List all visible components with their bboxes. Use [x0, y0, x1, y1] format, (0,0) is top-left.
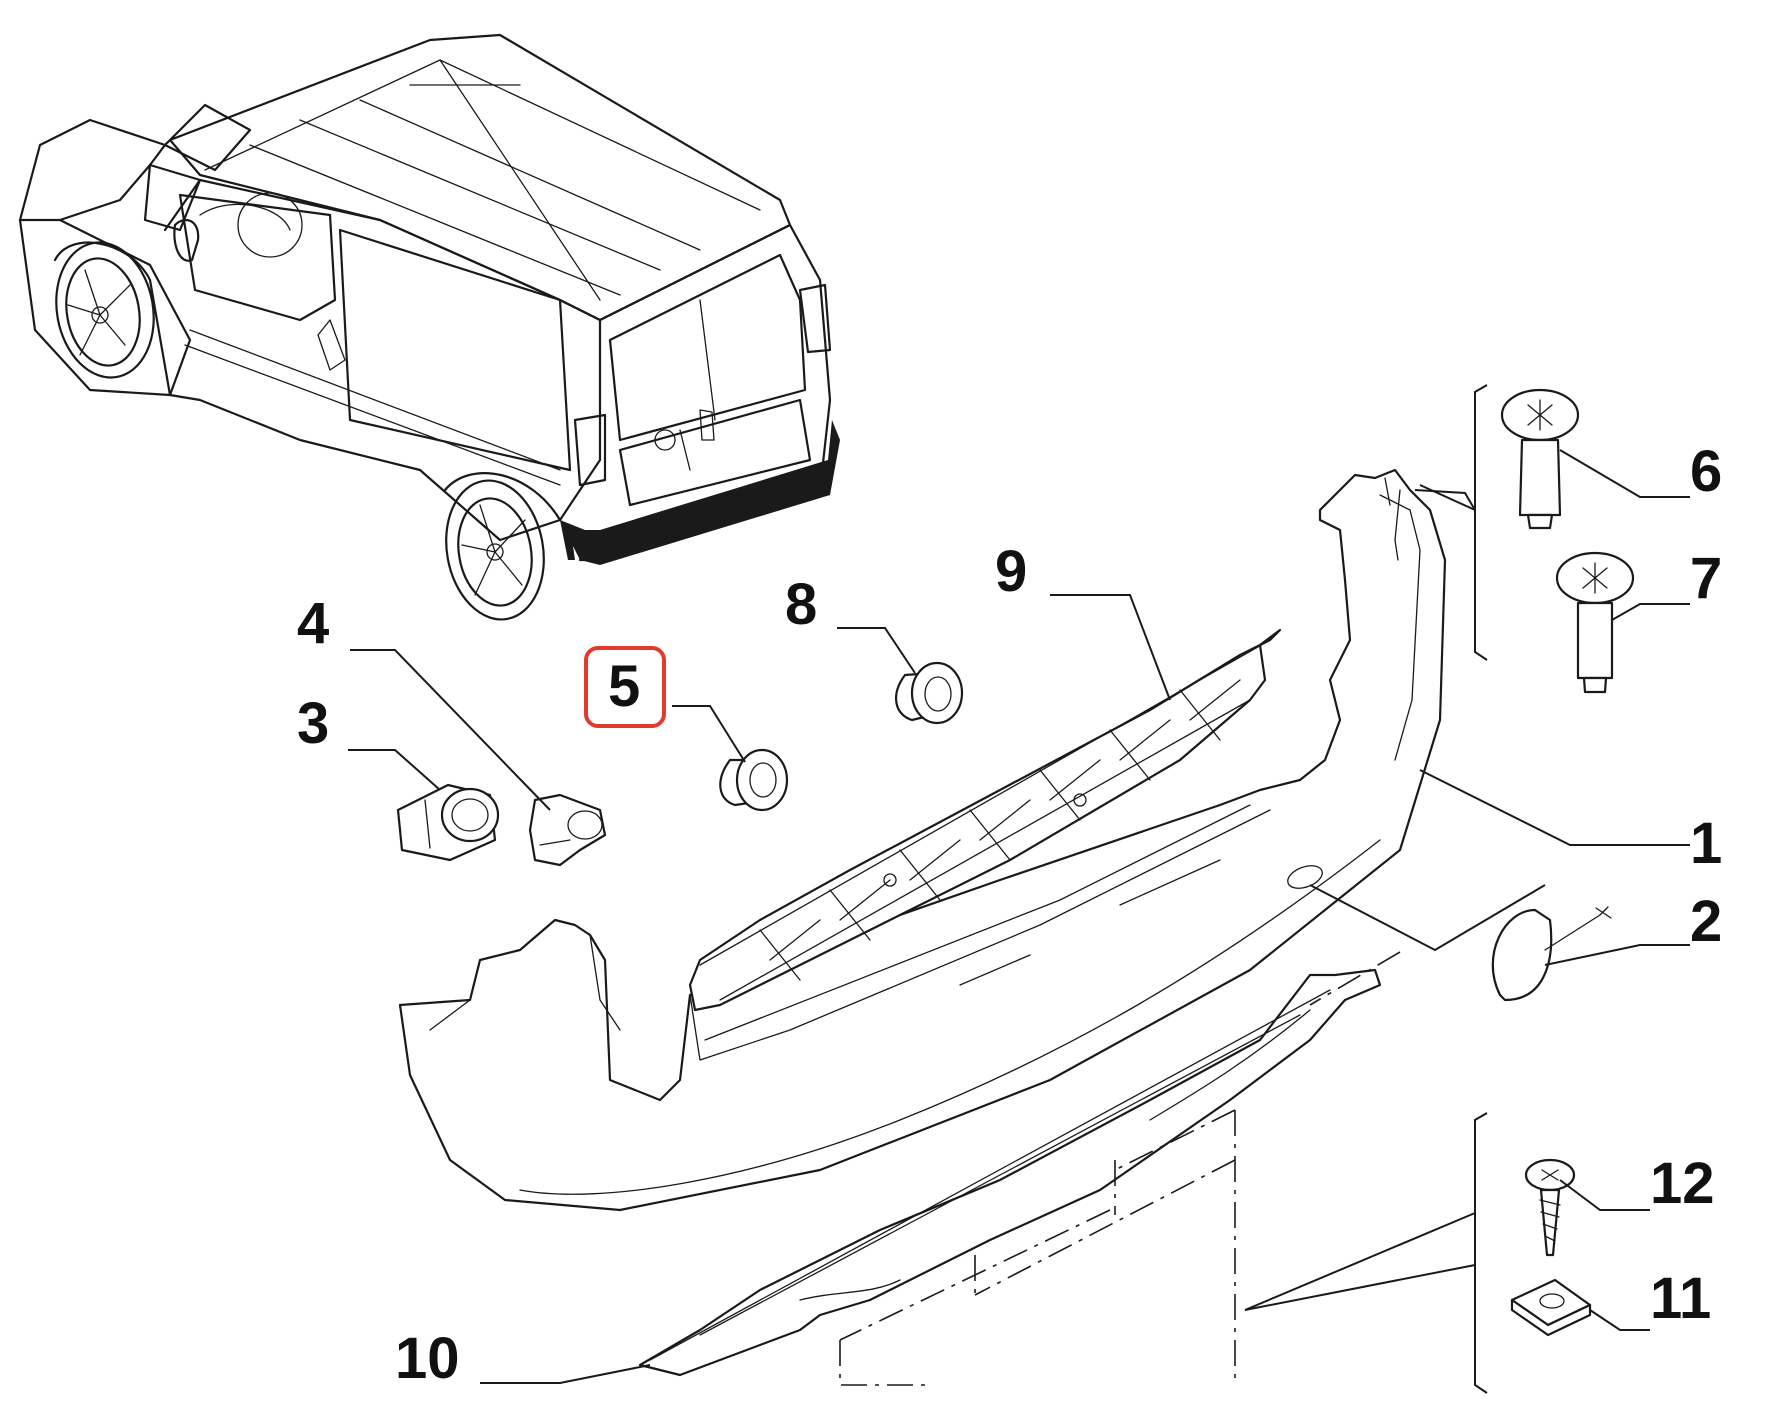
callout-1[interactable]: 1 — [1690, 811, 1723, 876]
callout-11[interactable]: 11 — [1650, 1266, 1712, 1331]
callout-7[interactable]: 7 — [1690, 546, 1723, 611]
van-illustration — [18, 33, 840, 621]
callout-9[interactable]: 9 — [995, 539, 1028, 604]
callout-5[interactable]: 5 — [608, 654, 641, 719]
leader-lines — [348, 384, 1690, 1394]
screw-12 — [1524, 1158, 1576, 1257]
callout-12[interactable]: 12 — [1650, 1151, 1715, 1216]
bumper-cover — [398, 468, 1447, 1212]
push-clip-7 — [1555, 551, 1635, 694]
callout-6[interactable]: 6 — [1690, 439, 1723, 504]
highlight-box — [584, 646, 666, 728]
callout-8[interactable]: 8 — [785, 572, 818, 637]
callout-4[interactable]: 4 — [297, 591, 330, 656]
push-clip-6 — [1500, 388, 1580, 530]
callout-10[interactable]: 10 — [395, 1326, 460, 1391]
callout-3[interactable]: 3 — [297, 691, 330, 756]
lower-valance — [638, 968, 1382, 1377]
sensor-grommet — [719, 748, 789, 812]
sensor-bracket — [528, 793, 607, 867]
grommet-8 — [895, 661, 964, 725]
callout-2[interactable]: 2 — [1690, 889, 1723, 954]
clip-nut-11 — [1510, 1278, 1592, 1337]
bumper-reinforcement-beam — [688, 628, 1282, 1012]
tow-hook-cover — [1491, 906, 1612, 1002]
parking-sensor — [396, 783, 500, 862]
